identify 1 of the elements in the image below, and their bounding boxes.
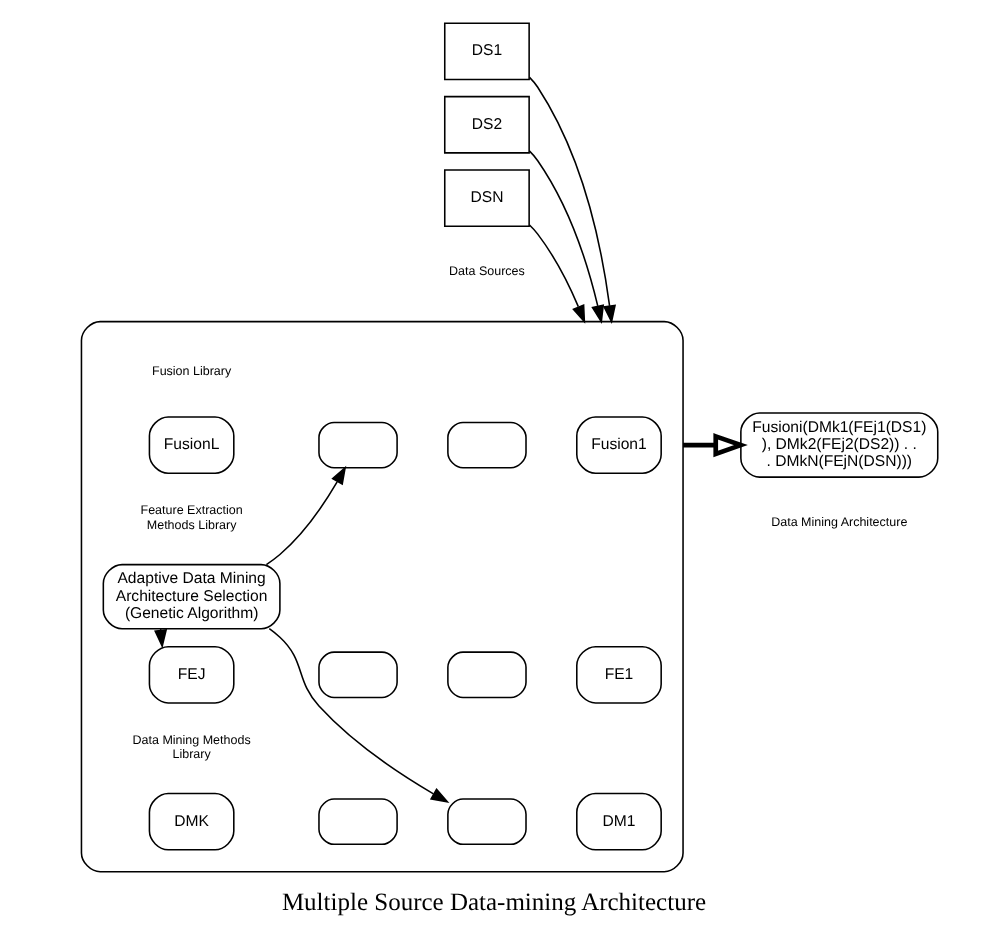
caption: Multiple Source Data-mining Architecture [281,888,707,917]
